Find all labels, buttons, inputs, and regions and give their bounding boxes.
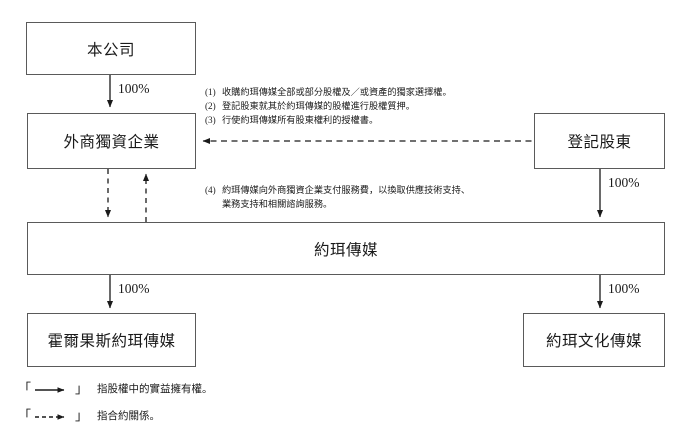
node-wfoe: 外商獨資企業 [27,113,196,169]
notes-lower: (4) 約珥傳媒向外商獨資企業支付服務費，以換取供應技術支持、 業務支持和相關諮… [205,183,470,211]
node-parent: 本公司 [26,22,196,75]
legend-bracket-open: 「 [18,408,32,423]
note-text: 收購約珥傳媒全部或部分股權及／或資產的獨家選擇權。 [222,87,452,97]
note-number: (3) [205,115,216,125]
note-item: (2) 登記股東就其於約珥傳媒的股權進行股權質押。 [205,99,452,113]
legend-dashed-symbol: 「 」 [18,409,88,422]
percent-joel-to-horgos: 100% [118,281,150,296]
legend-dashed-text: 指合約關係。 [97,411,161,422]
node-horgos-joel-media: 霍爾果斯約珥傳媒 [27,313,196,367]
legend-solid-symbol: 「 」 [18,382,88,395]
note-item: (3) 行使約珥傳媒所有股東權利的授權書。 [205,113,452,127]
solid-arrow-icon [34,384,72,394]
note-text: 約珥傳媒向外商獨資企業支付服務費，以換取供應技術支持、 業務支持和相關諮詢服務。 [222,183,470,211]
node-joel-culture-media: 約珥文化傳媒 [523,313,665,367]
node-joel-culture-media-label: 約珥文化傳媒 [545,333,642,350]
dashed-arrow-icon [34,411,72,421]
notes-upper: (1) 收購約珥傳媒全部或部分股權及／或資產的獨家選擇權。 (2) 登記股東就其… [205,85,452,127]
note-number: (1) [205,87,216,97]
note-text-line2: 業務支持和相關諮詢服務。 [222,199,333,209]
legend-bracket-close: 」 [75,408,89,423]
legend-solid-arrow: 「 」 指股權中的實益擁有權。 [18,381,213,396]
node-registered-shareholder: 登記股東 [534,113,665,169]
node-joel-media: 約珥傳媒 [27,222,665,275]
note-text: 登記股東就其於約珥傳媒的股權進行股權質押。 [222,101,415,111]
note-item: (1) 收購約珥傳媒全部或部分股權及／或資產的獨家選擇權。 [205,85,452,99]
node-parent-label: 本公司 [86,41,135,59]
legend-bracket-close: 」 [75,381,89,396]
note-text: 行使約珥傳媒所有股東權利的授權書。 [222,115,379,125]
note-number: (4) [205,185,216,195]
percent-shareholder-to-joel: 100% [608,175,640,190]
legend-solid-text: 指股權中的實益擁有權。 [97,384,213,395]
note-item: (4) 約珥傳媒向外商獨資企業支付服務費，以換取供應技術支持、 業務支持和相關諮… [205,183,470,211]
node-registered-shareholder-label: 登記股東 [567,134,632,151]
legend-bracket-open: 「 [18,381,32,396]
percent-joel-to-culture: 100% [608,281,640,296]
percent-parent-to-wfoe: 100% [118,81,150,96]
note-text-line1: 約珥傳媒向外商獨資企業支付服務費，以換取供應技術支持、 [222,185,471,195]
note-number: (2) [205,101,216,111]
node-wfoe-label: 外商獨資企業 [63,134,160,151]
node-horgos-joel-media-label: 霍爾果斯約珥傳媒 [47,333,176,350]
legend-dashed-arrow: 「 」 指合約關係。 [18,408,160,423]
node-joel-media-label: 約珥傳媒 [313,241,378,259]
